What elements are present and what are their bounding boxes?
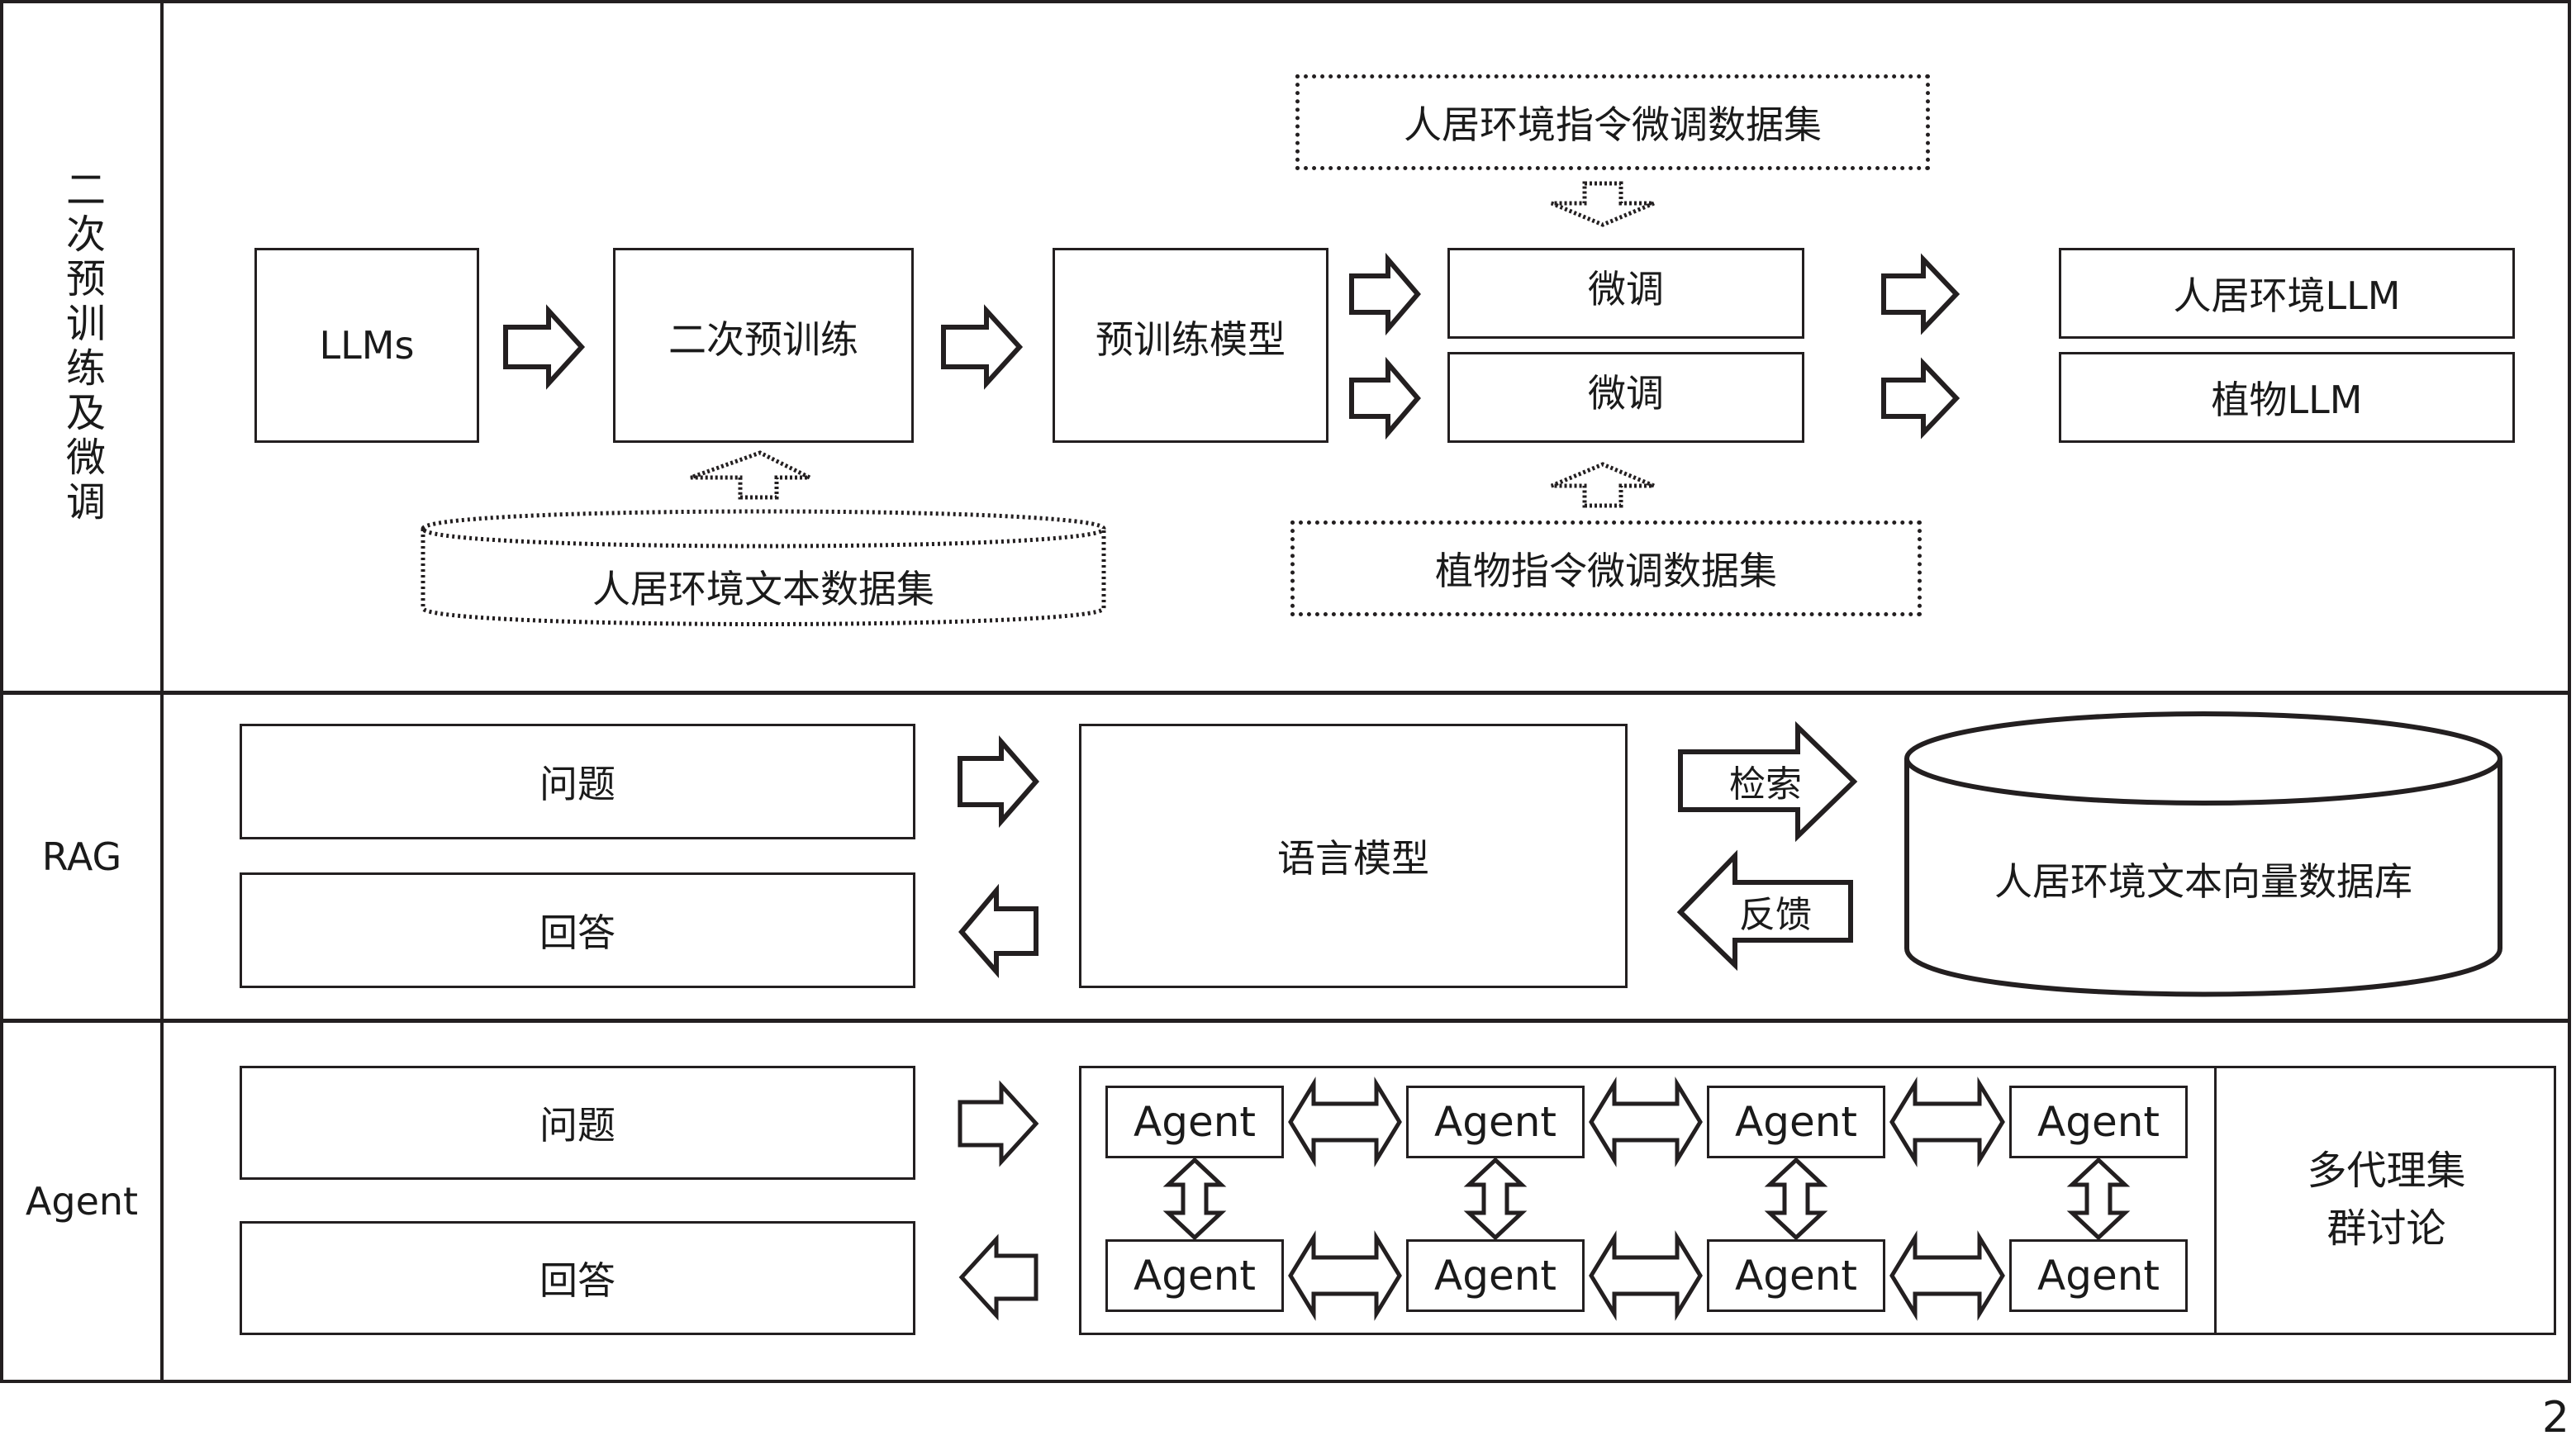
plant-llm-label: 植物LLM [2211,378,2363,422]
habitat-text-dataset-label-box: 人居环境文本数据集 [423,554,1104,620]
bidirectional-arrow-horizontal-icon [1889,1077,2005,1167]
agent-label: Agent [1134,1098,1256,1146]
finetune-top-box: 微调 [1447,248,1804,339]
retrieve-arrow-icon [1678,720,1858,843]
arrow-llms-to-pretrain-icon [503,304,586,390]
secondary-pretrain-label: 二次预训练 [668,317,858,362]
arrow-model-to-answer-icon [958,883,1038,978]
bidirectional-arrow-horizontal-icon [1589,1230,1703,1321]
bidirectional-arrow-horizontal-icon [1889,1230,2005,1321]
habitat-instruct-dataset-label: 人居环境指令微调数据集 [1404,102,1822,147]
bidirectional-arrow-horizontal-icon [1288,1077,1402,1167]
bidirectional-arrow-vertical-icon [1463,1157,1528,1241]
cylinder-top-ellipse [421,509,1106,549]
dotted-arrow-down-icon [1551,181,1655,227]
dotted-arrow-up-pretrain-icon [690,450,811,500]
rag-question-box: 问题 [240,724,915,839]
pretrained-model-label: 预训练模型 [1096,317,1286,362]
agent-box: Agent [1707,1239,1885,1312]
finetune-bottom-box: 微调 [1447,352,1804,443]
agent-label: Agent [2037,1252,2160,1300]
agent-label: Agent [1434,1098,1557,1146]
agent-label: Agent [1735,1098,1857,1146]
feedback-arrow-icon [1676,849,1853,972]
section-label-pretrain: 二次预训练及微调 [3,3,160,691]
bidirectional-arrow-horizontal-icon [1288,1230,1402,1321]
vector-db-label-box: 人居环境文本向量数据库 [1907,846,2500,912]
vector-db-top [1904,711,2502,806]
finetune-top-label: 微调 [1588,267,1664,311]
agent-answer-box: 回答 [240,1221,915,1335]
llms-box: LLMs [254,248,479,443]
arrow-finetune-to-plant-llm-icon [1881,357,1961,440]
agent-question-box: 问题 [240,1066,915,1180]
vector-db-cylinder [1904,711,2502,997]
multi-agent-discussion-label: 多代理集 群讨论 [2217,1068,2556,1333]
llms-label: LLMs [319,323,415,368]
bidirectional-arrow-vertical-icon [1764,1157,1828,1241]
page-number: 2 [2520,1393,2569,1443]
agent-label: Agent [1134,1252,1256,1300]
page-number-text: 2 [2541,1393,2569,1443]
plant-llm-box: 植物LLM [2059,352,2515,443]
finetune-bottom-label: 微调 [1588,371,1664,416]
habitat-text-dataset-label: 人居环境文本数据集 [592,567,934,611]
habitat-llm-box: 人居环境LLM [2059,248,2515,339]
agent-box: Agent [1105,1239,1284,1312]
label-column-divider [160,0,164,1383]
section-divider-2 [0,1019,2571,1023]
feedback-label: 反馈 [1739,894,1812,936]
section-label-pretrain-text: 二次预训练及微调 [59,169,105,525]
multi-agent-panel-divider [2214,1066,2217,1335]
section-label-rag: RAG [3,695,160,1019]
secondary-pretrain-box: 二次预训练 [613,248,914,443]
retrieve-label-box: 检索 [1695,752,1836,810]
agent-box: Agent [2009,1239,2188,1312]
arrow-finetune-to-habitat-llm-icon [1881,253,1961,335]
arrow-pretrain-to-model-icon [941,304,1024,390]
retrieve-label: 检索 [1729,763,1802,806]
section-label-agent-text: Agent [25,1179,139,1224]
arrow-question-to-model-icon [958,735,1039,828]
rag-answer-label: 回答 [539,910,615,955]
agent-label: Agent [2037,1098,2160,1146]
habitat-instruct-dataset-box: 人居环境指令微调数据集 [1295,74,1930,170]
dotted-arrow-up-icon [1551,462,1655,508]
agent-box: Agent [1105,1086,1284,1158]
discussion-line-2: 群讨论 [2326,1205,2446,1252]
feedback-label-box: 反馈 [1705,882,1846,940]
agent-box: Agent [1406,1086,1585,1158]
section-divider-1 [0,691,2571,695]
plant-instruct-dataset-box: 植物指令微调数据集 [1290,520,1922,616]
agent-question-label: 问题 [539,1103,615,1148]
discussion-line-1: 多代理集 [2307,1148,2466,1195]
section-label-rag-text: RAG [41,834,122,879]
agent-label: Agent [1434,1252,1557,1300]
language-model-label: 语言模型 [1277,836,1429,881]
agent-box: Agent [1707,1086,1885,1158]
arrow-agents-to-answer-icon [958,1233,1038,1321]
agent-box: Agent [2009,1086,2188,1158]
habitat-llm-label: 人居环境LLM [2173,273,2401,318]
arrow-question-to-agents-icon [958,1080,1039,1167]
section-label-agent: Agent [3,1023,160,1380]
vector-db-body [1904,758,2502,997]
agent-answer-label: 回答 [539,1258,615,1303]
bidirectional-arrow-vertical-icon [1162,1157,1227,1241]
arrow-model-to-finetune-top-icon [1349,252,1421,336]
agent-box: Agent [1406,1239,1585,1312]
bidirectional-arrow-horizontal-icon [1589,1077,1703,1167]
pretrained-model-box: 预训练模型 [1053,248,1328,443]
bidirectional-arrow-vertical-icon [2066,1157,2131,1241]
rag-answer-box: 回答 [240,872,915,988]
agent-label: Agent [1735,1252,1857,1300]
language-model-box: 语言模型 [1079,724,1628,988]
rag-question-label: 问题 [539,762,615,806]
vector-db-label: 人居环境文本向量数据库 [1994,859,2412,904]
arrow-model-to-finetune-bottom-icon [1349,356,1421,440]
plant-instruct-dataset-label: 植物指令微调数据集 [1435,549,1777,593]
